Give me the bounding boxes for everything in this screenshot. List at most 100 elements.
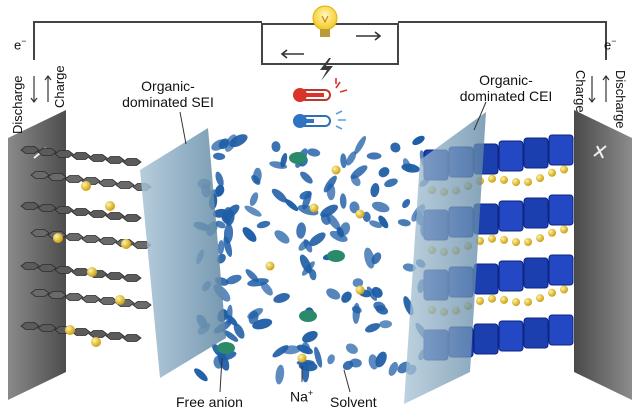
solvent-molecule [215,220,226,229]
cathode-block [498,320,524,352]
hot-thermometer-icon [293,78,348,102]
solvent-molecule [388,361,398,376]
solvent-molecule [365,323,381,333]
graphite-hexagon [98,297,118,305]
hard-carbon-anode [20,146,152,347]
solvent-molecule [224,204,240,219]
graphite-hexagon [64,233,84,241]
solvent-molecule [345,343,358,354]
cathode-block [523,197,549,229]
sodium-ion [536,234,544,243]
solvent-molecule [242,227,257,242]
solvent-molecule [390,142,401,153]
solvent-molecule [299,190,312,200]
solvent-label: Solvent [330,394,377,410]
lightbulb-icon [312,5,338,37]
cold-thermometer-icon [293,110,346,130]
solvent-molecule [271,141,281,152]
solvent-molecule [362,211,371,222]
electron-label-right: e− [604,36,617,52]
solvent-molecule [314,346,323,368]
graphite-hexagon [37,264,57,272]
sodium-ion [265,261,275,271]
graphite-hexagon [71,152,91,160]
solvent-molecule [339,193,347,209]
solvent-molecule [233,323,245,339]
graphite-hexagon [115,181,135,189]
solvent-molecule [253,167,262,184]
cei-label-line2: dominated CEI [459,88,553,104]
graphite-hexagon [20,146,40,154]
sodium-ion [560,225,568,234]
solvent-molecule [213,152,226,161]
solvent-molecule [301,261,315,276]
solvent-molecule [412,135,425,146]
sodium-ion [115,295,125,305]
graphite-hexagon [20,322,40,330]
graphite-hexagon [98,237,118,245]
solvent-molecule [320,204,338,218]
solvent-molecule [244,205,262,217]
cathode-block [523,137,549,169]
sodium-ion [65,325,75,335]
sei-label-line2: dominated SEI [122,94,214,110]
graphite-hexagon [20,202,40,210]
graphite-hexagon [30,171,50,179]
na-charge: + [307,388,314,398]
solvent-molecule [329,230,348,242]
sodium-ion [500,295,508,304]
free-anion [327,250,345,262]
solvent-molecule [300,171,313,184]
graphite-hexagon [122,214,142,222]
solvent-molecule [226,314,238,326]
solvent-molecule [326,213,341,231]
solvent-molecule [371,201,390,213]
solvent-molecule [225,274,242,285]
cathode-current-collector [574,110,632,400]
sodium-ion [476,297,484,305]
solvent-molecule [341,291,352,303]
graphite-hexagon [54,266,74,274]
graphite-hexagon [20,262,40,270]
solvent-molecule [384,178,398,188]
cathode-block [498,140,524,172]
graphite-hexagon [88,154,108,162]
charge-arrow-left-icon [44,75,52,102]
cei-label-line1: Organic- [479,72,533,88]
solvent-molecule [349,201,360,214]
sodium-ion [105,201,115,211]
solvent-molecule [280,152,288,168]
discharge-label-right: Discharge [613,70,628,129]
solvent-molecule [272,345,289,358]
graphite-hexagon [132,301,152,309]
solvent-molecule [223,330,239,342]
solvent-molecule [215,171,224,187]
graphite-hexagon [54,150,74,158]
free-anion [289,152,307,164]
solvent-molecule [379,320,392,329]
solvent-molecule [256,220,271,229]
solvent-molecule [366,152,382,160]
sodium-ion [488,174,496,183]
graphite-hexagon [71,268,91,276]
solvent-molecule [224,134,237,152]
solvent-molecule [271,188,287,203]
solvent-pointer [343,369,351,393]
sodium-ion [548,228,556,237]
sodium-ion [87,267,97,277]
sodium-ion [500,175,508,184]
circuit-wire [33,21,607,60]
sodium-ion [560,165,568,174]
graphite-hexagon [47,173,67,181]
graphite-hexagon [132,241,152,249]
solvent-molecule [402,198,411,209]
graphite-hexagon [98,179,118,187]
cathode-block [473,263,499,295]
solvent-molecule [274,230,290,244]
discharge-arrow-left-icon [30,76,38,103]
plus-sign-icon [593,145,607,159]
solvent-molecule [375,351,387,368]
solvent-molecule [364,247,375,269]
cathode-block [498,260,524,292]
